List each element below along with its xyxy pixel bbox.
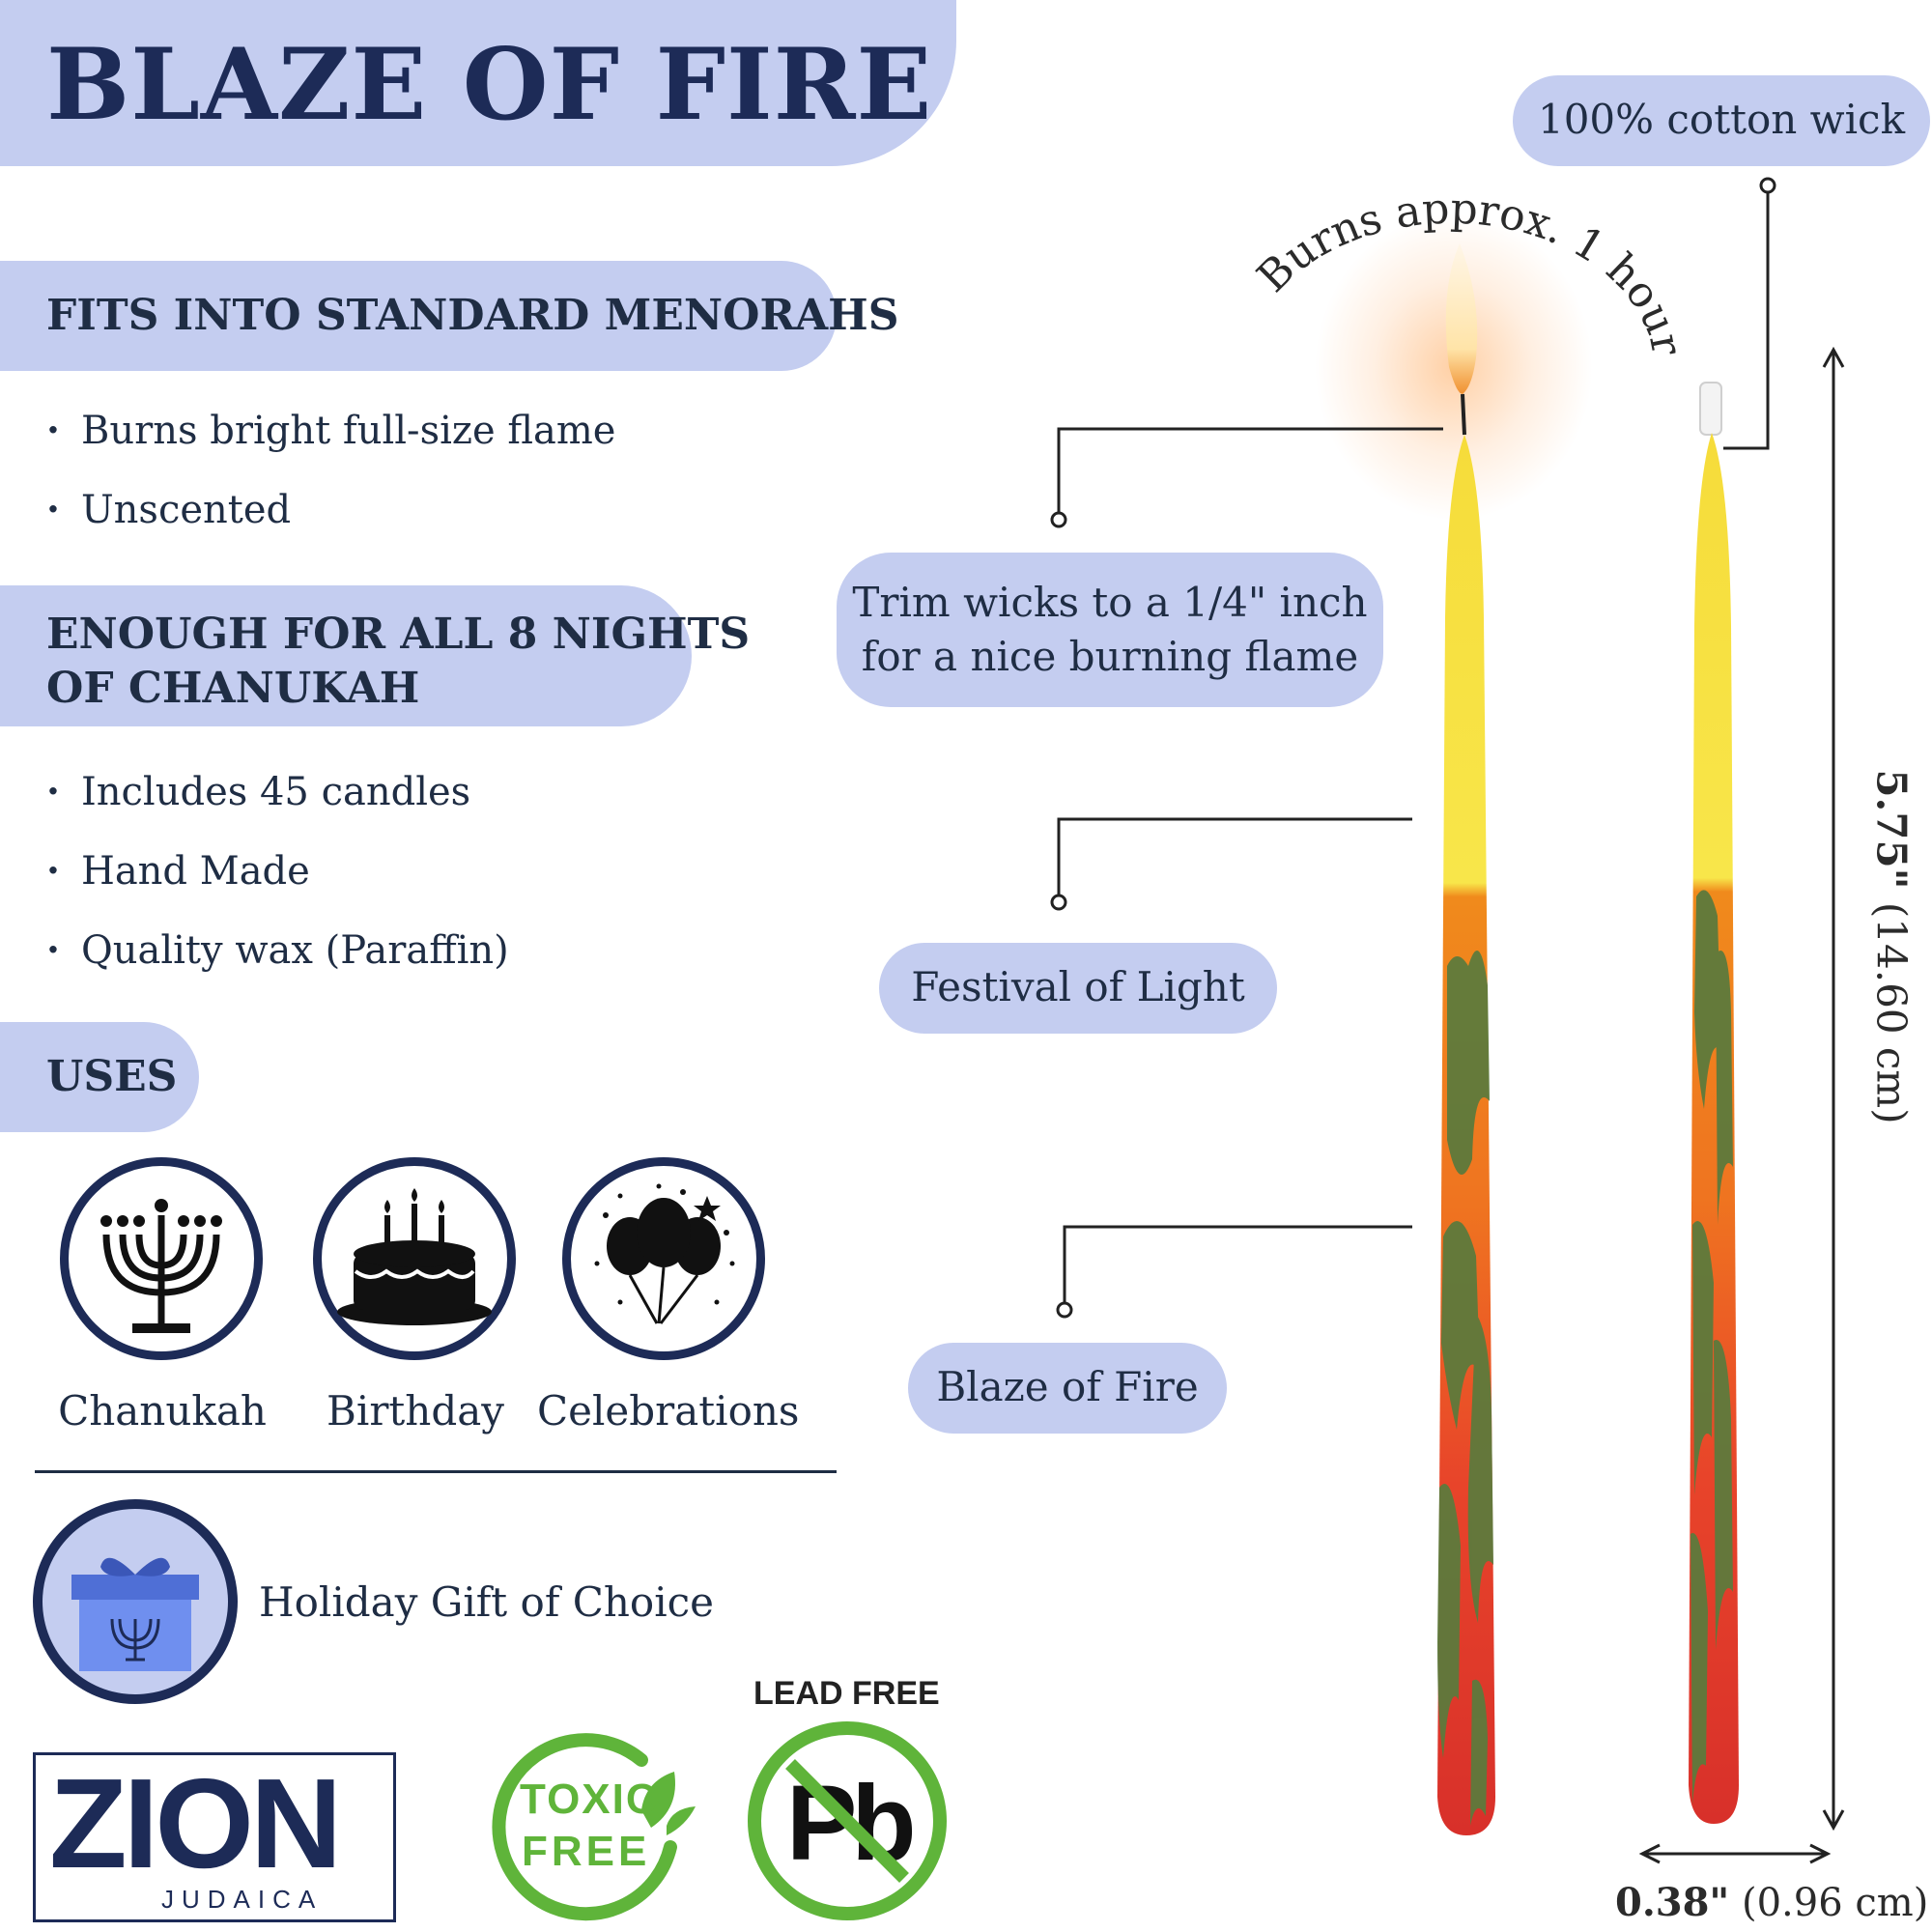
width-dimension-arrow [1638, 1843, 1832, 1864]
blaze-callout: Blaze of Fire [936, 1363, 1199, 1410]
trim-callout-line1: Trim wicks to a 1/4" inch [852, 579, 1368, 626]
trim-callout-line [1050, 427, 1443, 528]
bullet-item: Includes 45 candles [46, 769, 470, 814]
uses-label-birthday: Birthday [327, 1387, 504, 1435]
height-value: 5.75" [1867, 769, 1916, 890]
toxic-free-line1: TOXIC [520, 1776, 659, 1823]
page-title: BLAZE OF FIRE [46, 27, 933, 143]
section-heading-bg-nights [0, 585, 692, 726]
trim-callout-bg [837, 553, 1383, 707]
blaze-callout-line [1056, 1225, 1412, 1319]
width-dimension-label: 0.38" (0.96 cm) [1615, 1880, 1928, 1925]
width-metric: (0.96 cm) [1729, 1881, 1929, 1925]
bullet-item: Quality wax (Paraffin) [46, 927, 509, 973]
wick-callout: 100% cotton wick [1537, 96, 1906, 143]
menorah-icon [60, 1157, 263, 1360]
lit-candle [1437, 243, 1495, 1835]
uses-label-chanukah: Chanukah [58, 1387, 267, 1435]
bullet-item: Hand Made [46, 848, 310, 894]
height-dimension-label: 5.75" (14.60 cm) [1868, 769, 1916, 1123]
uses-heading: USES [46, 1052, 178, 1101]
wick-callout-line [1723, 177, 1776, 450]
height-metric: (14.60 cm) [1867, 889, 1916, 1124]
wick-callout-bg [1513, 75, 1930, 166]
brand-subtitle: JUDAICA [161, 1885, 324, 1914]
section-heading-menorahs: FITS INTO STANDARD MENORAHS [46, 291, 899, 340]
brand-name: ZION [49, 1752, 342, 1894]
section-heading-nights-line1: ENOUGH FOR ALL 8 NIGHTS [46, 610, 751, 659]
toxic-free-badge: TOXIC FREE [487, 1721, 696, 1921]
width-value: 0.38" [1615, 1880, 1730, 1925]
height-dimension-arrow [1822, 346, 1845, 1832]
festival-callout-bg [879, 943, 1277, 1034]
trim-callout-line2: for a nice burning flame [861, 633, 1359, 680]
balloons-icon [562, 1157, 765, 1360]
blaze-callout-bg [908, 1343, 1227, 1434]
gift-box-icon [33, 1499, 238, 1704]
birthday-cake-icon [313, 1157, 516, 1360]
bullet-item: Unscented [46, 487, 291, 532]
lead-free-label: LEAD FREE [753, 1675, 940, 1712]
brand-logo: ZION JUDAICA [33, 1752, 396, 1922]
toxic-free-line2: FREE [522, 1828, 651, 1875]
divider [35, 1470, 837, 1473]
section-heading-nights-line2: OF CHANUKAH [46, 664, 420, 713]
uses-heading-bg [0, 1022, 199, 1132]
section-heading-bg-menorahs [0, 261, 837, 371]
bullet-item: Burns bright full-size flame [46, 408, 616, 453]
festival-callout-line [1050, 817, 1412, 911]
festival-callout: Festival of Light [911, 963, 1245, 1010]
title-banner [0, 0, 956, 166]
uses-label-celebrations: Celebrations [537, 1387, 800, 1435]
lead-free-badge: Pb [748, 1721, 947, 1920]
unlit-candle [1689, 382, 1739, 1824]
gift-label: Holiday Gift of Choice [259, 1578, 715, 1626]
